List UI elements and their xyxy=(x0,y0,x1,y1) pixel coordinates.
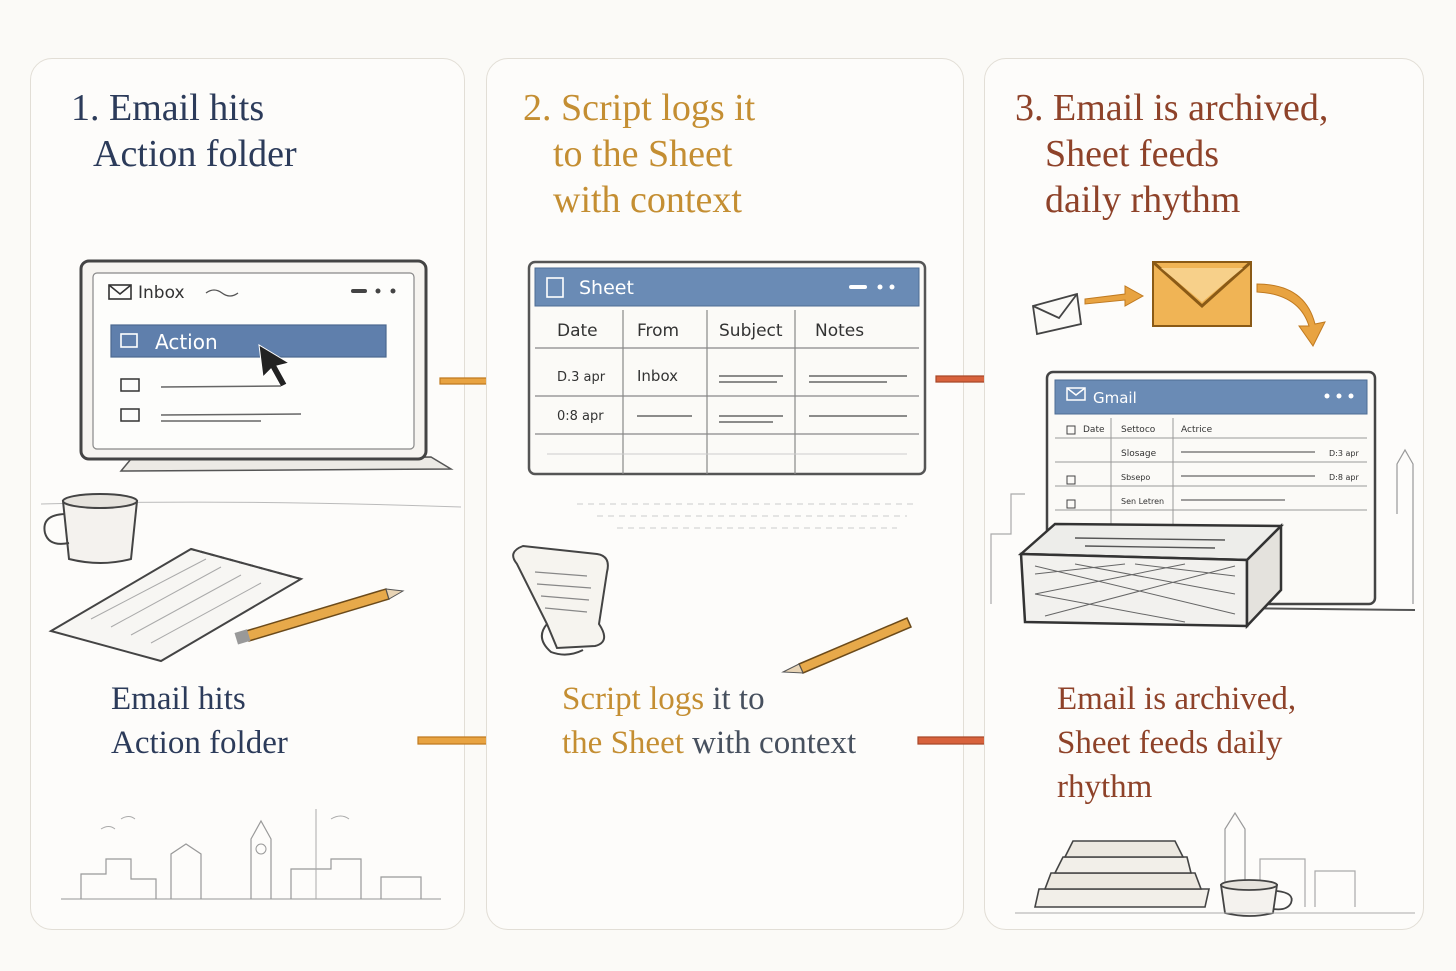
small-envelope-icon xyxy=(1031,292,1083,336)
gmail-col-2: Settoco xyxy=(1121,425,1156,435)
notebook-icon xyxy=(48,547,304,663)
step-3-title: 3. Email is archived, Sheet feeds daily … xyxy=(1015,87,1329,221)
mail-envelope-icon xyxy=(1151,260,1253,327)
folder-icon xyxy=(120,333,138,348)
svg-text:Slosage: Slosage xyxy=(1121,449,1157,459)
coffee-mug-icon xyxy=(43,493,139,564)
col-subject: Subject xyxy=(719,321,783,341)
svg-text:Sen Letren: Sen Letren xyxy=(1121,497,1164,506)
row1-date: D.3 apr xyxy=(557,370,606,385)
row2-date: 0:8 apr xyxy=(557,409,604,424)
step-2-panel: 2. Script logs it to the Sheet with cont… xyxy=(486,58,964,930)
step-3-caption: Email is archived, Sheet feeds daily rhy… xyxy=(1057,681,1297,805)
paper-scroll-icon xyxy=(512,544,609,656)
svg-text:D:3 apr: D:3 apr xyxy=(1329,449,1359,458)
svg-text:Sbsepo: Sbsepo xyxy=(1121,473,1150,482)
gmail-col-3: Actrice xyxy=(1181,425,1213,435)
col-notes: Notes xyxy=(815,321,864,341)
gmail-col-date: Date xyxy=(1083,425,1105,435)
action-label: Action xyxy=(155,330,218,354)
mail-icon xyxy=(108,284,132,300)
step-2-title: 2. Script logs it to the Sheet with cont… xyxy=(523,87,756,221)
archive-sketch: Gmail Date Settoco Actrice Slosage D:3 a… xyxy=(990,260,1416,630)
sheet-sketch: Sheet Date From Subject Notes D.3 apr In… xyxy=(512,260,927,674)
gmail-icon xyxy=(1066,387,1086,401)
gmail-titlebar xyxy=(1054,379,1368,415)
flow-arrow-b xyxy=(1256,283,1326,347)
step-1-title: 1. Email hits Action folder xyxy=(71,87,297,175)
inbox-label: Inbox xyxy=(138,283,185,303)
cursor-icon xyxy=(258,344,291,388)
sheet-titlebar xyxy=(534,267,920,307)
row1-from: Inbox xyxy=(637,367,678,385)
books-sketch xyxy=(1015,811,1415,917)
email-sketch: Inbox Action xyxy=(40,259,462,663)
step-2-caption: Script logs it to the Sheet with context xyxy=(562,681,857,761)
book-stack-icon xyxy=(1034,840,1210,908)
step-3-panel: 3. Email is archived, Sheet feeds daily … xyxy=(984,58,1424,930)
coffee-cup-icon xyxy=(1219,879,1293,917)
sheet-title: Sheet xyxy=(579,277,634,299)
step-1-caption: Email hits Action folder xyxy=(111,681,288,761)
cityscape-sketch-1 xyxy=(61,809,441,900)
action-folder-row[interactable] xyxy=(110,324,387,358)
pencil-icon xyxy=(781,617,912,674)
archive-box-icon xyxy=(1017,522,1284,630)
gmail-title: Gmail xyxy=(1093,389,1137,407)
svg-text:D:8 apr: D:8 apr xyxy=(1329,473,1359,482)
sheet-window xyxy=(527,260,927,476)
col-from: From xyxy=(637,321,679,341)
step-1-panel: 1. Email hits Action folder Inbox Action xyxy=(30,58,465,930)
pencil-icon xyxy=(234,588,405,645)
flow-arrow-a xyxy=(1084,285,1145,307)
sheet-icon xyxy=(546,277,564,298)
col-date: Date xyxy=(557,321,598,341)
